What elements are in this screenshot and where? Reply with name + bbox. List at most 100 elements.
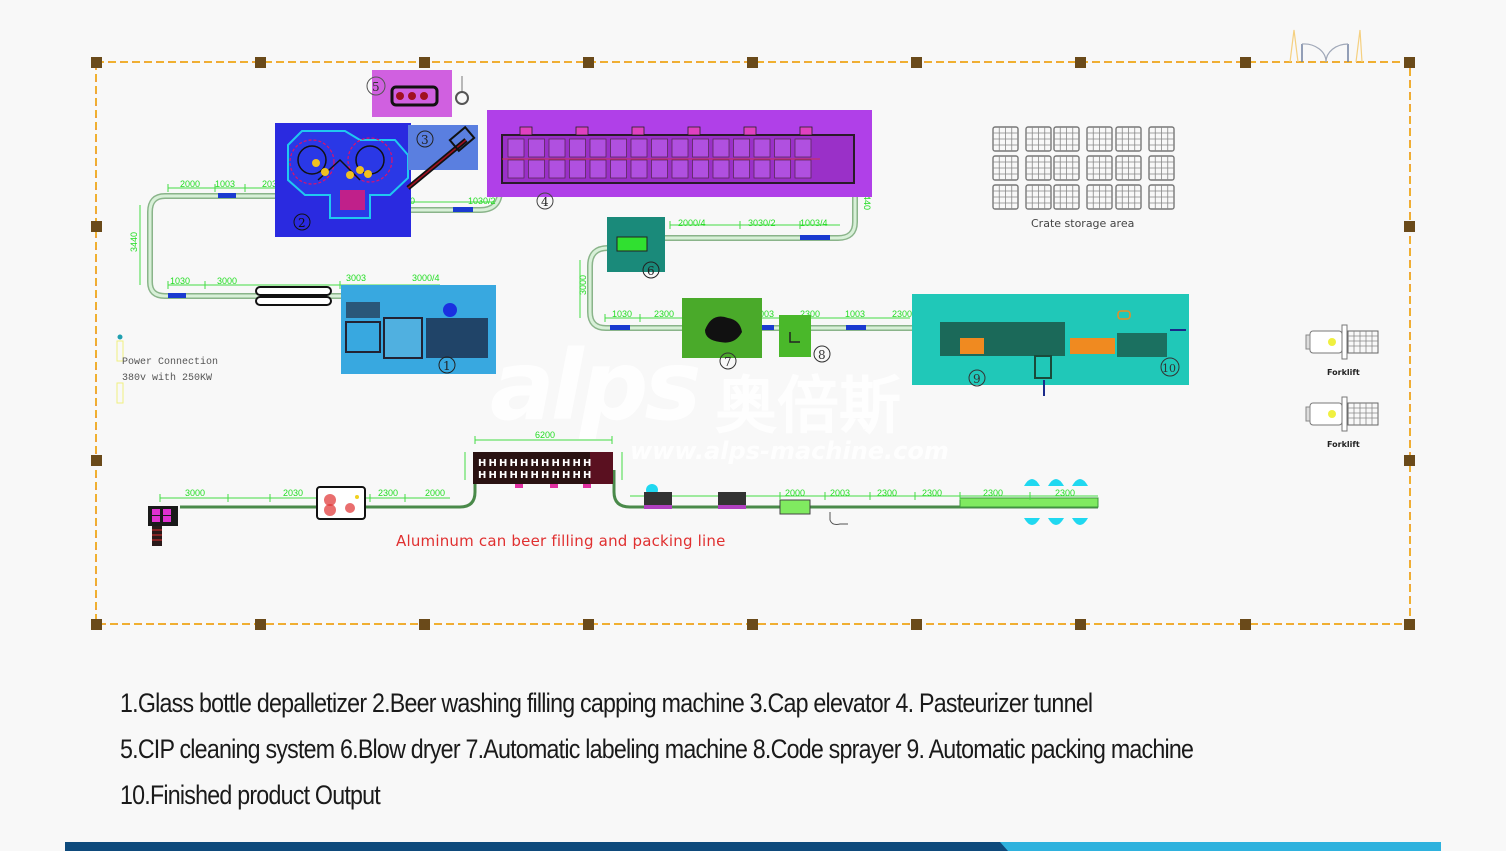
pallet-station xyxy=(1048,518,1064,525)
machine-8-code-sprayer: 8 xyxy=(779,315,831,363)
pasteurizer-pump xyxy=(631,126,645,136)
svg-text:3440: 3440 xyxy=(862,190,872,210)
watermark-url: www.alps-machine.com xyxy=(630,437,949,465)
pasteurizer-pump xyxy=(799,126,813,136)
forklift-icon xyxy=(1305,396,1379,432)
svg-text:3000: 3000 xyxy=(578,275,588,295)
pasteurizer-cell xyxy=(671,159,689,179)
pallet-station xyxy=(1024,479,1040,486)
pasteurizer-cell xyxy=(528,159,545,179)
svg-text:3030/2: 3030/2 xyxy=(748,218,776,228)
crate-stack xyxy=(1025,126,1052,152)
crate-stack xyxy=(992,126,1019,152)
dimension-label: 3000 xyxy=(185,488,205,498)
svg-text:5: 5 xyxy=(372,80,380,94)
pasteurizer-cell xyxy=(651,138,668,158)
pasteurizer-cell xyxy=(569,138,586,158)
pasteurizer-cell xyxy=(671,138,689,158)
dimension-label: 2300 xyxy=(983,488,1003,498)
machine-7-labeling: 7 xyxy=(682,298,762,370)
pasteurizer-cell xyxy=(733,138,750,158)
crate-stack xyxy=(1086,155,1113,181)
footer-bar-accent xyxy=(1000,842,1441,851)
pasteurizer-chamber: H xyxy=(573,470,581,481)
transfer-units xyxy=(168,193,866,330)
dimension-label: 2300 xyxy=(1055,488,1075,498)
svg-text:6: 6 xyxy=(647,264,655,278)
dimension-label: 2000 xyxy=(785,488,805,498)
crate-stack xyxy=(1115,184,1142,210)
pasteurizer-chamber: H xyxy=(583,470,591,481)
svg-text:1030/2: 1030/2 xyxy=(468,196,496,206)
pasteurizer-cell xyxy=(712,138,730,158)
building-columns xyxy=(91,57,1415,630)
pasteurizer-cell xyxy=(630,138,648,158)
svg-text:2000/4: 2000/4 xyxy=(678,218,706,228)
dimension-label: 2300 xyxy=(877,488,897,498)
crate-stack xyxy=(992,155,1019,181)
svg-text:3003: 3003 xyxy=(346,273,366,283)
svg-text:10: 10 xyxy=(1162,362,1176,375)
dimension-label: 2000 xyxy=(425,488,445,498)
pasteurizer-chamber: H xyxy=(520,470,528,481)
forklift-label: Forklift xyxy=(1327,368,1360,377)
svg-text:2000: 2000 xyxy=(180,179,200,189)
pallet-station xyxy=(1048,479,1064,486)
pasteurizer-cell xyxy=(589,138,607,158)
dimension-label: 6200 xyxy=(535,430,555,440)
svg-text:1: 1 xyxy=(443,359,451,373)
watermark-logo-cn: 奥倍斯 xyxy=(715,369,902,442)
crate-stack xyxy=(1148,126,1175,152)
can-line-dimensions xyxy=(159,436,1098,502)
svg-text:8: 8 xyxy=(818,348,826,362)
crate-stack xyxy=(1115,126,1142,152)
pasteurizer-cell xyxy=(774,138,791,158)
svg-text:4: 4 xyxy=(541,195,549,209)
forklift-icon xyxy=(1305,324,1379,360)
pasteurizer-cell xyxy=(610,138,627,158)
svg-text:1003: 1003 xyxy=(215,179,235,189)
pasteurizer-chamber: H xyxy=(541,458,549,469)
pasteurizer-cell xyxy=(630,159,648,179)
crate-stack xyxy=(992,184,1019,210)
svg-text:1030: 1030 xyxy=(612,309,632,319)
dimension-label: 2003 xyxy=(830,488,850,498)
pasteurizer-cell xyxy=(548,138,566,158)
pasteurizer-chamber: H xyxy=(520,458,528,469)
pasteurizer-cell xyxy=(692,159,709,179)
pasteurizer-chamber: H xyxy=(573,458,581,469)
legend-line-3: 10.Finished product Output xyxy=(120,780,381,810)
crate-stack xyxy=(1025,155,1052,181)
svg-text:3440: 3440 xyxy=(129,232,139,252)
can-line-conveyor xyxy=(180,470,1099,515)
pasteurizer-cell xyxy=(507,138,525,158)
crate-stack xyxy=(1086,184,1113,210)
crate-storage-label: Crate storage area xyxy=(1031,217,1135,230)
svg-text:1030: 1030 xyxy=(170,276,190,286)
pallet-stations xyxy=(1024,479,1088,525)
pasteurizer-cell xyxy=(569,159,586,179)
pasteurizer-chamber: H xyxy=(562,458,570,469)
power-connection-marker xyxy=(116,334,124,404)
pasteurizer-cell xyxy=(712,159,730,179)
can-filler xyxy=(316,486,366,520)
svg-text:9: 9 xyxy=(973,372,981,386)
pallet-station xyxy=(1072,518,1088,525)
power-connection-label: Power Connection xyxy=(122,357,219,368)
door-icon xyxy=(1289,29,1363,63)
power-spec-label: 380v with 250KW xyxy=(122,373,213,384)
pasteurizer-chamber: H xyxy=(489,470,497,481)
crate-stack xyxy=(1148,155,1175,181)
pasteurizer-cell xyxy=(589,159,607,179)
crate-stack xyxy=(1053,126,1080,152)
dimension-label: 2030 xyxy=(283,488,303,498)
accumulation-conveyor xyxy=(255,286,332,306)
pasteurizer-chamber: H xyxy=(562,470,570,481)
svg-text:7: 7 xyxy=(724,355,732,369)
pasteurizer-cell xyxy=(753,159,771,179)
can-depalletizer xyxy=(148,506,178,546)
